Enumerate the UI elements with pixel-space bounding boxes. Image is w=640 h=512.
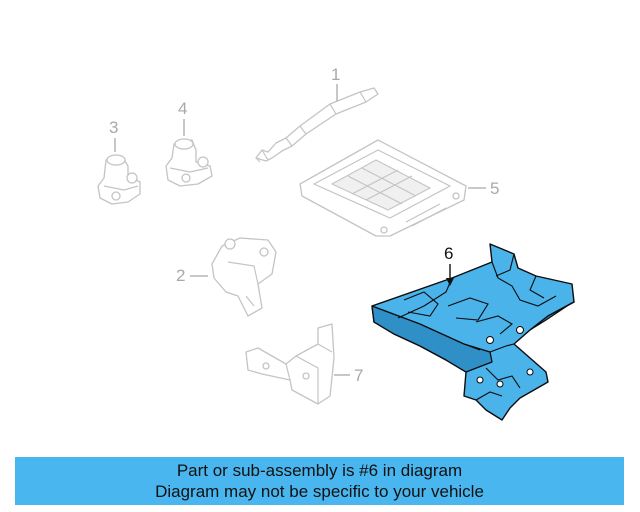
- callout-5: 5: [490, 179, 499, 198]
- callout-2: 2: [176, 266, 185, 285]
- banner-line-2: Diagram may not be specific to your vehi…: [155, 482, 484, 501]
- callout-1: 1: [331, 65, 340, 84]
- callout-4: 4: [178, 99, 187, 118]
- callout-3: 3: [109, 118, 118, 137]
- callout-6: 6: [444, 244, 453, 263]
- part-5-control-module[interactable]: [299, 139, 467, 237]
- part-1-glow-plug[interactable]: [255, 87, 379, 163]
- part-4-sensor[interactable]: [165, 138, 213, 187]
- info-banner: Part or sub-assembly is #6 in diagram Di…: [15, 457, 624, 505]
- banner-line-1: Part or sub-assembly is #6 in diagram: [176, 461, 463, 480]
- parts-diagram: 1 3 4 5 2: [97, 65, 575, 421]
- leader-6-arrow: [446, 278, 454, 286]
- callout-7: 7: [354, 366, 363, 385]
- part-7-bracket[interactable]: [245, 323, 335, 405]
- part-3-sensor[interactable]: [97, 154, 141, 205]
- part-2-map-sensor[interactable]: [211, 237, 277, 317]
- part-6-tray-bracket[interactable]: [371, 243, 575, 421]
